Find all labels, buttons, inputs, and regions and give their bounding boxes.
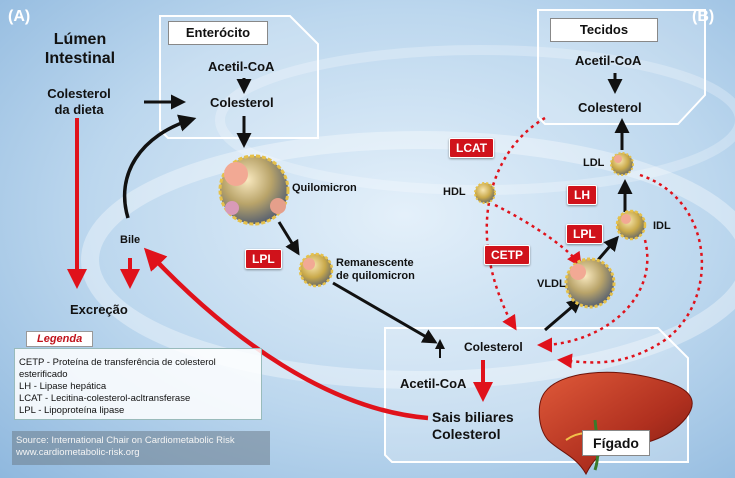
enterocyte-acetyl-coa: Acetil-CoA — [208, 59, 275, 74]
lumen-title: Lúmen Intestinal — [44, 31, 116, 67]
tissues-cholesterol: Colesterol — [578, 100, 642, 115]
legend-box: CETP - Proteína de transferência de cole… — [14, 348, 262, 420]
bile-label: Bile — [120, 234, 141, 246]
excretion-label: Excreção — [70, 302, 128, 317]
vldl-particle — [564, 257, 616, 309]
panel-b-label: (B) — [692, 8, 715, 25]
legend-item: CETP - Proteína de transferência de cole… — [19, 357, 216, 380]
lpl-tag-a: LPL — [245, 249, 282, 269]
source-url[interactable]: www.cardiometabolic-risk.org — [16, 447, 140, 458]
hdl-label: HDL — [443, 186, 466, 198]
arrow-bile-to-enterocyte — [122, 114, 197, 219]
arrow-ldl-to-liver — [557, 173, 704, 369]
bg-swoosh — [81, 131, 735, 389]
legend-item: LH - Lipase hepática — [19, 381, 107, 392]
cetp-tag: CETP — [484, 245, 531, 265]
hdl-particle — [474, 182, 496, 204]
idl-label: IDL — [653, 220, 671, 232]
tissues-header: Tecidos — [550, 18, 658, 42]
ldl-label: LDL — [583, 157, 605, 169]
lh-tag: LH — [567, 185, 597, 205]
arrow-liver-to-vldl — [544, 298, 583, 332]
legend-title: Legenda — [26, 331, 94, 347]
vldl-label: VLDL — [537, 278, 566, 290]
chylomicron-particle — [218, 154, 290, 226]
chylomicron-label: Quilomicron — [292, 182, 357, 194]
source-box: Source: International Chair on Cardiomet… — [12, 431, 270, 465]
arrow-hdl-to-vldl-cetp — [494, 203, 582, 268]
arrow-chylomicron-to-remnant — [277, 221, 300, 256]
lcat-tag: LCAT — [449, 138, 495, 158]
legend-item: LPL - Lipoproteína lipase — [19, 405, 125, 416]
lpl-tag-b: LPL — [566, 224, 603, 244]
source-line: Source: International Chair on Cardiomet… — [16, 435, 235, 446]
arrow-remnant-to-liver — [332, 281, 438, 344]
bile-salts-cholesterol: Sais biliares Colesterol — [432, 409, 514, 442]
legend-item: LCAT - Lecitina-colesterol-acltransferas… — [19, 393, 191, 404]
ldl-particle — [610, 152, 634, 176]
liver-label: Fígado — [582, 430, 650, 456]
enterocyte-cholesterol: Colesterol — [210, 95, 274, 110]
chylomicron-remnant-particle — [298, 252, 334, 288]
arrow-bile-salts-to-bile — [143, 247, 429, 421]
liver-acetyl-coa: Acetil-CoA — [400, 376, 467, 391]
panel-a-label: (A) — [8, 8, 31, 25]
chylomicron-remnant-label: Remanescente de quilomicron — [336, 257, 415, 282]
arrow-idl-to-liver — [537, 239, 649, 353]
tissues-acetyl-coa: Acetil-CoA — [575, 53, 642, 68]
idl-particle — [615, 209, 647, 241]
liver-cholesterol: Colesterol — [464, 340, 523, 354]
arrow-tissue-to-hdl-liver — [485, 116, 546, 331]
arrow-vldl-to-idl — [596, 235, 619, 261]
enterocyte-box — [159, 15, 319, 139]
dietary-cholesterol-label: Colesterol da dieta — [47, 86, 111, 117]
enterocyte-header: Enterócito — [168, 21, 268, 45]
